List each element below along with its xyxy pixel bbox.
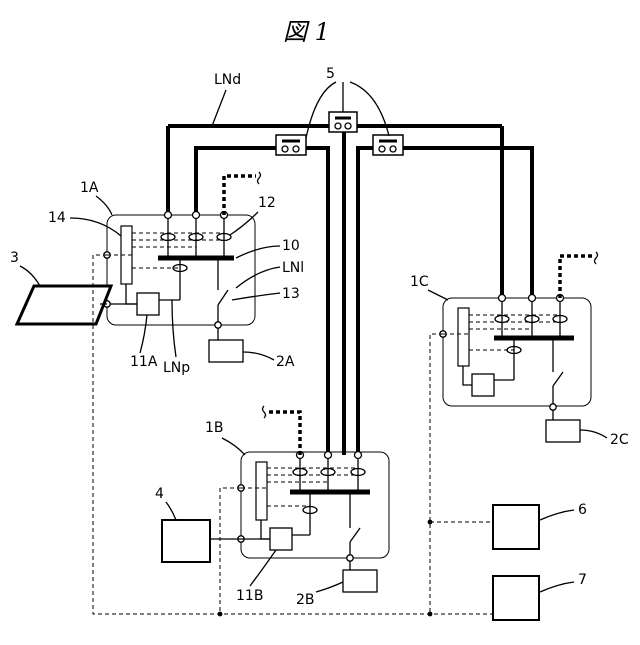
terminal-1c-1 — [499, 295, 506, 302]
label-13: 13 — [282, 286, 300, 302]
leader-lnd — [212, 90, 226, 126]
switch-5-top[interactable] — [329, 112, 357, 132]
external-line-1b — [268, 412, 300, 455]
label-2c: 2C — [610, 432, 629, 448]
comm-junction-1 — [218, 612, 223, 617]
load-2b — [343, 570, 377, 592]
switch-5-left[interactable] — [276, 135, 306, 155]
component-4 — [162, 520, 210, 562]
label-14: 14 — [48, 210, 66, 226]
device-11b — [270, 528, 292, 550]
label-2a: 2A — [276, 354, 295, 370]
label-5: 5 — [326, 66, 335, 82]
terminal-1c-2 — [529, 295, 536, 302]
label-11a: 11A — [130, 354, 158, 370]
switch-1c[interactable] — [553, 372, 563, 386]
label-11b: 11B — [236, 588, 263, 604]
label-3: 3 — [10, 250, 19, 266]
unit-1c — [440, 252, 598, 442]
comm-junction-2 — [428, 612, 433, 617]
label-7: 7 — [578, 572, 587, 588]
comm-line-1c — [430, 334, 443, 614]
label-12: 12 — [258, 195, 276, 211]
device-11c — [472, 374, 494, 396]
label-6: 6 — [578, 502, 587, 518]
component-6 — [493, 505, 539, 549]
label-2b: 2B — [296, 592, 315, 608]
external-line-1a — [224, 176, 256, 215]
switch-group-5: 5 — [276, 66, 403, 155]
terminal-1b-2 — [325, 452, 332, 459]
label-lnp: LNp — [163, 360, 190, 376]
label-1b: 1B — [205, 420, 224, 436]
break-mark-1b — [263, 406, 266, 418]
label-4: 4 — [155, 486, 164, 502]
label-lnl: LNl — [282, 260, 304, 276]
terminal-1b-3 — [355, 452, 362, 459]
break-mark-1c — [595, 252, 598, 264]
comm-junction-3 — [428, 520, 433, 525]
external-line-1c — [560, 256, 592, 298]
device-11a — [137, 293, 159, 315]
load-2c — [546, 420, 580, 442]
switch-5-right[interactable] — [373, 135, 403, 155]
label-10: 10 — [282, 238, 300, 254]
terminal-1a-2 — [193, 212, 200, 219]
unit-1a — [104, 172, 261, 362]
component-7 — [493, 576, 539, 620]
switch-13[interactable] — [218, 290, 228, 305]
figure-title: 図 1 — [283, 18, 330, 46]
component-3 — [17, 286, 111, 324]
label-lnd: LNd — [214, 72, 241, 88]
label-1c: 1C — [410, 274, 429, 290]
label-1a: 1A — [80, 180, 99, 196]
break-mark-1a — [258, 172, 261, 184]
terminal-1a-1 — [165, 212, 172, 219]
unit-1b — [211, 406, 389, 592]
controller-1c — [458, 308, 469, 366]
load-2a — [209, 340, 243, 362]
controller-1b — [256, 462, 267, 520]
switch-1b[interactable] — [350, 528, 360, 542]
